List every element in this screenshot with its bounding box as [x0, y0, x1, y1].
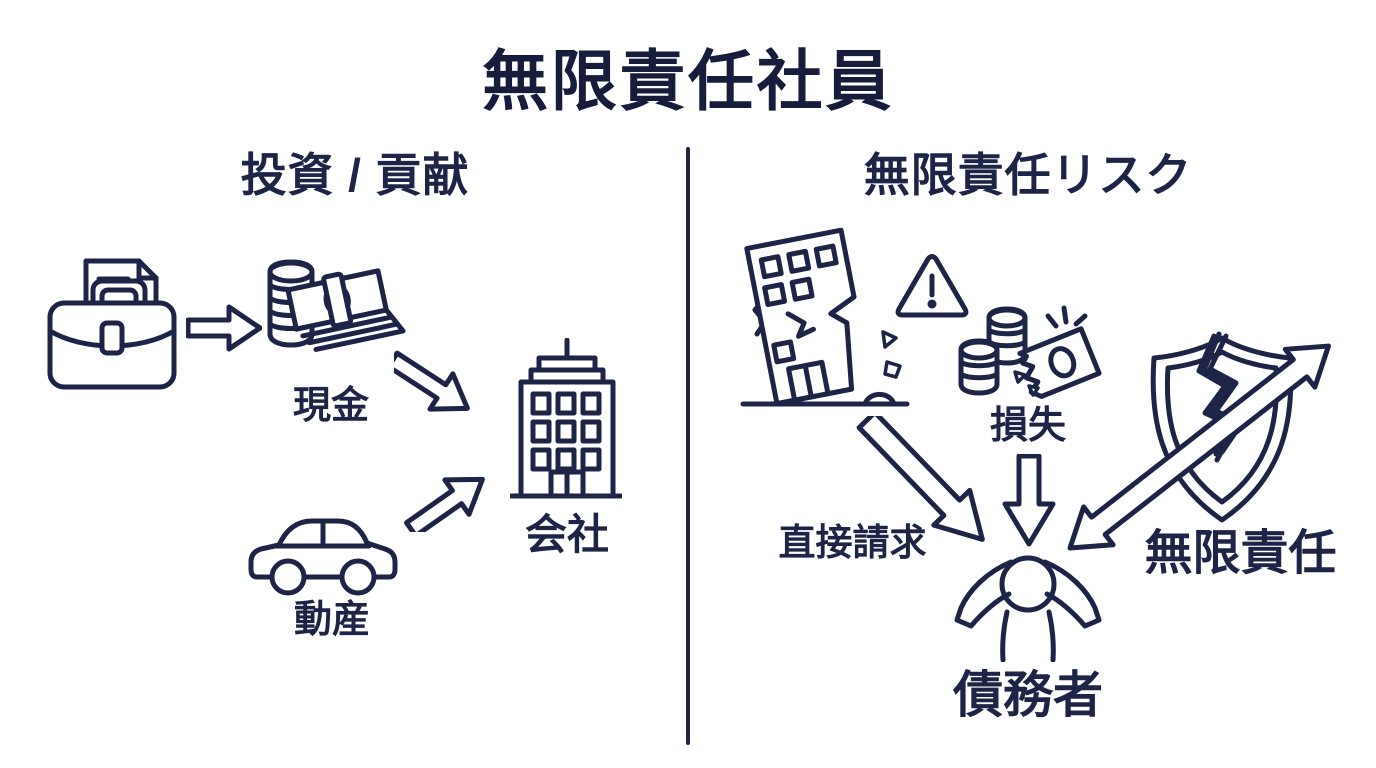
cash-icon	[267, 259, 406, 352]
page-title: 無限責任社員	[482, 44, 894, 118]
unlimited-liability-label: 無限責任	[1144, 527, 1337, 580]
section-divider	[686, 147, 690, 745]
movable-property-label: 動産	[293, 599, 370, 641]
direct-claim-label: 直接請求	[778, 522, 927, 563]
direct-claim-arrow-icon	[856, 416, 985, 542]
company-building-icon	[510, 338, 622, 499]
loss-label: 損失	[989, 405, 1066, 447]
car-icon	[248, 518, 398, 596]
right-panel-header: 無限責任リスク	[863, 149, 1193, 201]
left-panel-header: 投資 / 貢献	[240, 149, 470, 201]
debtor-person-icon	[954, 555, 1102, 662]
briefcase-document-icon	[47, 258, 177, 390]
arrow-down-icon	[1002, 454, 1056, 547]
arrow-right-icon	[186, 304, 262, 352]
cash-label: 現金	[292, 385, 369, 427]
arrow-down-right-icon	[394, 350, 470, 412]
debtor-label: 債務者	[953, 667, 1103, 723]
arrow-up-right-icon	[404, 476, 485, 532]
collapsing-building-icon	[740, 227, 910, 407]
company-label: 会社	[524, 511, 609, 558]
warning-icon	[895, 254, 969, 318]
broken-shield-arrow-icon	[1067, 331, 1331, 551]
loss-money-icon	[958, 305, 1102, 399]
